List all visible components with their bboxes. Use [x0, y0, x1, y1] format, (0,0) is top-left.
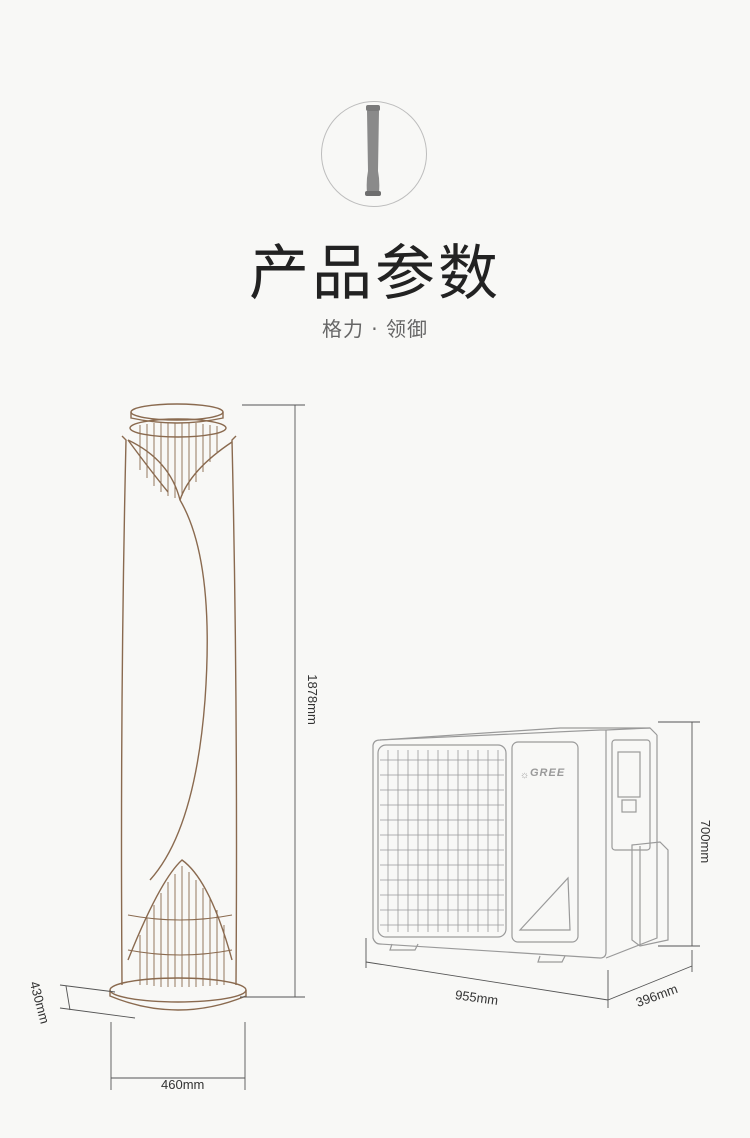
indoor-unit-drawing — [109, 403, 247, 1011]
indoor-dimension-lines — [59, 404, 305, 1090]
product-thumbnail-circle — [321, 101, 427, 207]
indoor-width-label: 460mm — [161, 1077, 205, 1092]
outdoor-unit-drawing — [372, 727, 669, 963]
page-title: 产品参数 — [249, 239, 501, 309]
brand-logo-text: GREE — [530, 767, 566, 779]
gree-logo-icon: ☼ — [520, 770, 529, 781]
indoor-height-label: 1878mm — [304, 674, 320, 725]
outdoor-dimension-lines — [365, 721, 700, 1008]
page-subtitle: 格力 · 领御 — [321, 317, 429, 341]
tower-ac-icon — [365, 105, 381, 196]
outdoor-height-label: 700mm — [698, 819, 714, 864]
